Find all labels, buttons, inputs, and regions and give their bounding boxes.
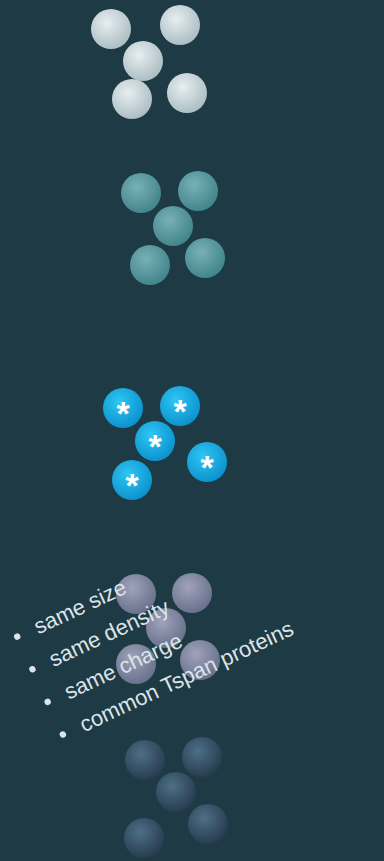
bullet-dot xyxy=(27,664,38,675)
asterisk-mark: * xyxy=(187,450,227,484)
property-list: same sizesame densitysame chargecommon T… xyxy=(6,513,300,752)
asterisk-mark: * xyxy=(160,394,200,428)
asterisk-mark: * xyxy=(112,468,152,502)
bullet-dot xyxy=(12,631,23,642)
bullet-dot xyxy=(58,729,69,740)
asterisk-mark: * xyxy=(135,429,175,463)
vesicle-group xyxy=(121,171,225,285)
vesicle-group xyxy=(124,737,228,858)
vesicle-group xyxy=(103,386,227,500)
bullet-dot xyxy=(42,697,53,708)
asterisk-mark: * xyxy=(103,396,143,430)
vesicle-group xyxy=(91,5,207,119)
